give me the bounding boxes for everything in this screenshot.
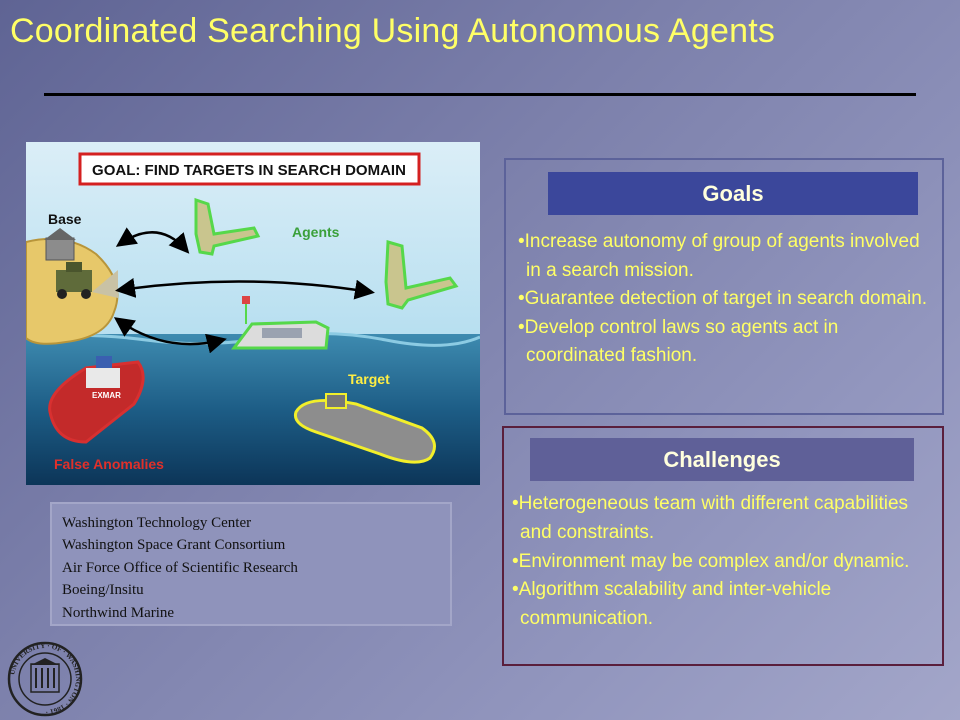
- label-agents: Agents: [292, 224, 340, 240]
- agent-uav-2: [384, 240, 459, 310]
- goal-item: •Increase autonomy of group of agents in…: [518, 231, 920, 281]
- goal-banner: [78, 152, 421, 186]
- agent-boat: [231, 296, 330, 350]
- challenge-item: •Algorithm scalability and inter-vehicle…: [512, 579, 832, 630]
- challenges-box: Challenges •Heterogeneous team with diff…: [502, 426, 944, 666]
- target-submarine: [293, 393, 436, 464]
- sponsor-item: Northwind Marine: [62, 604, 175, 621]
- university-of-washington-seal-icon: UNIVERSITY · OF · WASHINGTON · 1861 ·: [6, 640, 84, 718]
- sponsor-item: Washington Technology Center: [62, 515, 252, 531]
- title-divider: [44, 93, 916, 96]
- goals-heading: Goals: [548, 172, 918, 215]
- challenge-item: •Heterogeneous team with different capab…: [512, 493, 909, 543]
- search-domain-illustration: GOAL: FIND TARGETS IN SEARCH DOMAIN Base…: [26, 142, 480, 485]
- arrow-base-agent1: [115, 227, 190, 254]
- label-target: Target: [348, 371, 390, 387]
- arrow-base-boat: [113, 317, 227, 354]
- challenges-list: •Heterogeneous team with different capab…: [512, 490, 940, 634]
- sponsor-item: Air Force Office of Scientific Research: [62, 559, 298, 576]
- label-base: Base: [48, 211, 82, 227]
- goals-list: •Increase autonomy of group of agents in…: [518, 228, 938, 371]
- arrow-base-agent2: [115, 277, 375, 300]
- base-building: [45, 237, 75, 261]
- sponsor-item: Washington Space Grant Consortium: [62, 537, 286, 554]
- ship-name: EXMAR: [92, 391, 121, 400]
- goal-item: •Guarantee detection of target in search…: [518, 288, 928, 309]
- label-false-anomalies: False Anomalies: [54, 456, 164, 472]
- goal-banner-text: GOAL: FIND TARGETS IN SEARCH DOMAIN: [92, 162, 406, 179]
- challenge-item: •Environment may be complex and/or dynam…: [512, 550, 910, 572]
- false-anomaly-ship: EXMAR: [48, 356, 145, 444]
- goal-item: •Develop control laws so agents act in c…: [518, 316, 839, 367]
- challenges-heading: Challenges: [530, 438, 914, 481]
- sponsor-item: Boeing/Insitu: [62, 582, 144, 599]
- agent-uav-1: [194, 197, 261, 256]
- page-title: Coordinated Searching Using Autonomous A…: [10, 12, 776, 50]
- sponsors-box: Washington Technology Center Washington …: [50, 502, 452, 626]
- goals-box: Goals •Increase autonomy of group of age…: [504, 158, 944, 415]
